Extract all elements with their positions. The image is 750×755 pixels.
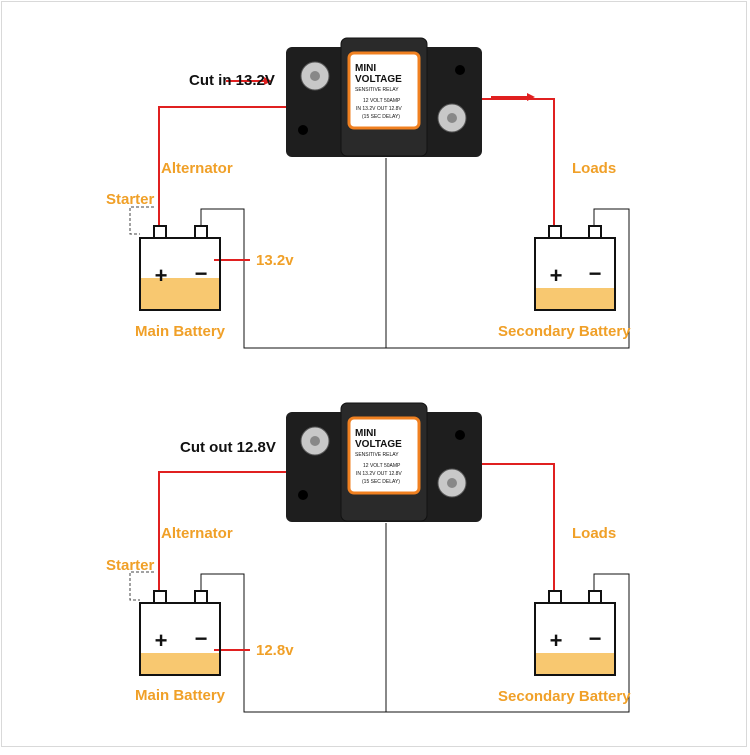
relay-label-plate — [347, 416, 421, 495]
relay-spec3: (15 SEC DELAY) — [362, 479, 400, 485]
panel-header: Cut in 13.2V — [189, 72, 275, 89]
secondary-battery: + − — [534, 590, 616, 676]
secondary-battery-label: Secondary Battery — [498, 688, 631, 705]
main-battery: + − — [139, 225, 221, 311]
mounting-hole — [298, 125, 308, 135]
starter-dashed-wire — [129, 571, 154, 601]
battery-charge-fill — [140, 278, 220, 310]
battery-charge-fill — [535, 653, 615, 675]
battery-minus-sign: − — [589, 261, 602, 286]
relay-spec3: (15 SEC DELAY) — [362, 114, 400, 120]
main-battery-label: Main Battery — [135, 323, 226, 340]
relay-brand-line2: VOLTAGE — [355, 74, 402, 85]
mounting-hole — [455, 65, 465, 75]
voltage-relay: MINI VOLTAGE SENSITIVE RELAY 12 VOLT 50A… — [286, 37, 482, 157]
battery-case — [139, 602, 221, 676]
panel-header: Cut out 12.8V — [180, 439, 276, 456]
mounting-hole — [298, 490, 308, 500]
starter-dashed-wire — [129, 206, 154, 235]
battery-case — [534, 237, 616, 311]
starter-label: Starter — [106, 557, 155, 574]
loads-label: Loads — [572, 160, 616, 177]
relay-spec2: IN 13.2V OUT 12.8V — [356, 106, 402, 112]
voltage-label: 12.8v — [256, 642, 294, 659]
relay-spec2: IN 13.2V OUT 12.8V — [356, 471, 402, 477]
panel-cut-in: MINI VOLTAGE SENSITIVE RELAY 12 VOLT 50A… — [106, 37, 631, 349]
loads-label: Loads — [572, 525, 616, 542]
battery-plus-sign: + — [550, 628, 563, 653]
voltage-relay: MINI VOLTAGE SENSITIVE RELAY 12 VOLT 50A… — [286, 402, 482, 522]
relay-spec1: 12 VOLT 50AMP — [363, 463, 401, 469]
battery-minus-sign: − — [195, 626, 208, 651]
voltage-label: 13.2v — [256, 252, 294, 269]
alternator-label: Alternator — [161, 160, 233, 177]
starter-label: Starter — [106, 191, 155, 208]
mounting-hole — [455, 430, 465, 440]
battery-charge-fill — [535, 288, 615, 310]
terminal-bolt-left — [300, 61, 330, 91]
secondary-battery-label: Secondary Battery — [498, 323, 631, 340]
battery-plus-sign: + — [155, 263, 168, 288]
battery-plus-sign: + — [155, 628, 168, 653]
battery-case — [534, 602, 616, 676]
black-wires — [200, 523, 630, 713]
main-battery-label: Main Battery — [135, 687, 226, 704]
relay-brand-line2: VOLTAGE — [355, 439, 402, 450]
relay-brand-line3: SENSITIVE RELAY — [355, 87, 399, 93]
relay-label-plate — [347, 51, 421, 130]
battery-case — [139, 237, 221, 311]
secondary-battery: + − — [534, 225, 616, 311]
alternator-label: Alternator — [161, 525, 233, 542]
relay-brand-line3: SENSITIVE RELAY — [355, 452, 399, 458]
relay-spec1: 12 VOLT 50AMP — [363, 98, 401, 104]
battery-minus-sign: − — [589, 626, 602, 651]
panel-cut-out: MINI VOLTAGE SENSITIVE RELAY 12 VOLT 50A… — [106, 402, 631, 713]
battery-minus-sign: − — [195, 261, 208, 286]
terminal-bolt-right — [437, 468, 467, 498]
main-battery: + − — [139, 590, 221, 676]
terminal-bolt-right — [437, 103, 467, 133]
flow-arrows — [226, 77, 535, 101]
battery-plus-sign: + — [550, 263, 563, 288]
battery-charge-fill — [140, 653, 220, 675]
relay-brand-line1: MINI — [355, 63, 376, 74]
relay-brand-line1: MINI — [355, 428, 376, 439]
black-wires — [200, 158, 630, 349]
terminal-bolt-left — [300, 426, 330, 456]
